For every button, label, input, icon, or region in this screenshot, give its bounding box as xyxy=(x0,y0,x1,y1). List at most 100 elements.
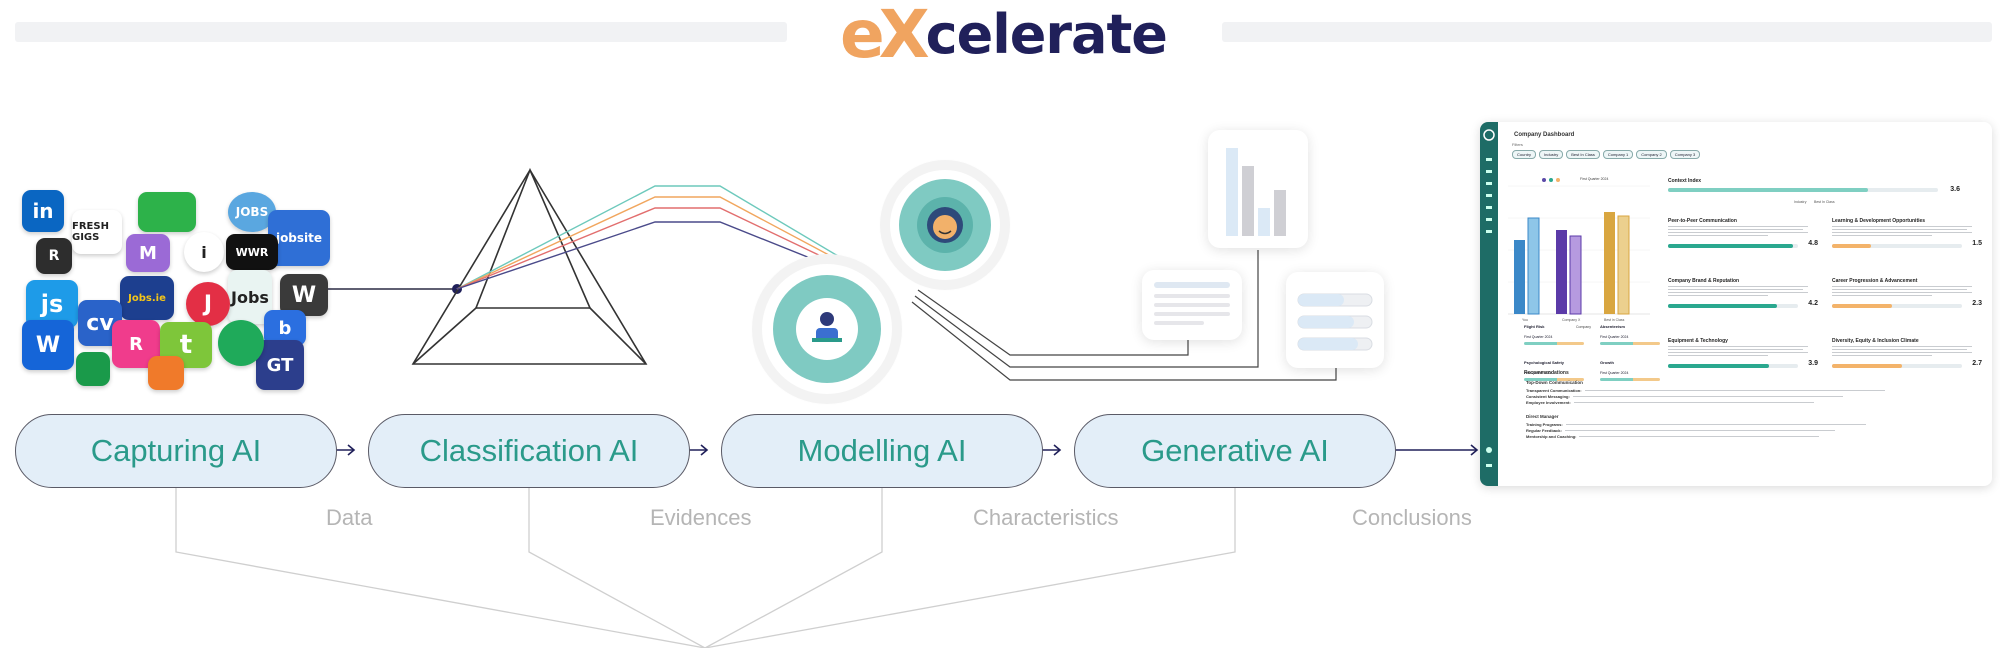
rec-item-text-line xyxy=(1565,424,1866,425)
metric-value: 1.5 xyxy=(1972,240,1982,247)
r-dark-icon: R xyxy=(36,238,72,274)
stage-modelling-ai: Modelling AI xyxy=(721,414,1043,488)
gt-icon: GT xyxy=(256,340,304,390)
rec-item-title: Training Programs: xyxy=(1526,422,1563,427)
jobsite-icon: jobsite xyxy=(268,210,330,266)
rec-item-text-line xyxy=(1573,402,1814,403)
risk-name: Absenteeism xyxy=(1600,324,1625,329)
chart-legend-company: Company xyxy=(1576,325,1591,329)
metric-bar xyxy=(1832,364,1902,368)
gear-ring xyxy=(899,179,991,271)
filter-chip[interactable]: Country xyxy=(1512,150,1537,159)
gear-ring xyxy=(773,275,881,383)
context-index-value: 3.6 xyxy=(1950,186,1960,193)
filter-chip[interactable]: Company 2 xyxy=(1636,150,1667,159)
metric-description-lines xyxy=(1832,286,1972,298)
stage-arrows xyxy=(336,444,1479,456)
logo-wordmark: celerate xyxy=(925,3,1168,66)
chart-legend-quarter: First Quarter 2024 xyxy=(1580,177,1609,181)
metric-card: Peer-to-Peer Communication 4.8 xyxy=(1668,218,1818,262)
k-green-icon xyxy=(76,352,110,386)
green-square-icon xyxy=(138,192,196,232)
prism-icon xyxy=(411,167,648,365)
metric-bar xyxy=(1668,244,1793,248)
risk-name: Flight Risk xyxy=(1524,324,1545,329)
filter-chip[interactable]: Company 1 xyxy=(1602,150,1634,159)
stage-generative-ai: Generative AI xyxy=(1074,414,1396,488)
metric-card: Company Brand & Reputation 4.2 xyxy=(1668,278,1818,322)
flow-label-data: Data xyxy=(326,505,373,530)
avatar-face-icon xyxy=(927,207,963,243)
m-purple-icon: M xyxy=(126,234,170,272)
metric-value: 2.3 xyxy=(1972,300,1982,307)
risk-bar xyxy=(1600,342,1660,345)
metric-bar xyxy=(1832,244,1871,248)
metric-card: Learning & Development Opportunities 1.5 xyxy=(1832,218,1982,262)
metric-name: Peer-to-Peer Communication xyxy=(1668,218,1737,224)
rec-item-title: Employee Involvement: xyxy=(1526,400,1571,405)
metric-bar xyxy=(1668,364,1769,368)
risk-quarter: First Quarter 2024 xyxy=(1524,335,1553,339)
t-green-icon: t xyxy=(160,322,212,368)
metric-name: Learning & Development Opportunities xyxy=(1832,218,1926,224)
text-lines-card xyxy=(1142,270,1242,340)
rec-item-title: Consistent Messaging: xyxy=(1526,394,1570,399)
wwr-icon: WWR xyxy=(226,234,278,270)
risk-bar xyxy=(1524,342,1584,345)
stage-capturing-ai: Capturing AI xyxy=(15,414,337,488)
metric-value: 4.2 xyxy=(1808,300,1818,307)
metric-value: 4.8 xyxy=(1808,240,1818,247)
filter-chip[interactable]: Industry xyxy=(1539,150,1564,159)
filter-chip[interactable]: Best In Class xyxy=(1566,150,1600,159)
rec-item: Transparent Communication: xyxy=(1526,388,1885,393)
header-bar-left xyxy=(15,22,787,42)
w-brown-icon: W xyxy=(280,274,328,316)
flow-label-characteristics: Characteristics xyxy=(973,505,1119,530)
rec-item-title: Transparent Communication: xyxy=(1526,388,1582,393)
bar-chart-icon xyxy=(1226,148,1286,236)
flow-label-conclusions: Conclusions xyxy=(1352,505,1472,530)
bar-label-you: You xyxy=(1522,318,1528,322)
metric-value: 2.7 xyxy=(1972,360,1982,367)
metric-name: Equipment & Technology xyxy=(1668,338,1728,344)
filter-chip[interactable]: Company 3 xyxy=(1669,150,1701,159)
rec-item: Training Programs: xyxy=(1526,422,1866,427)
i-circle-icon: i xyxy=(184,232,224,272)
metric-name: Career Progression & Advancement xyxy=(1832,278,1918,284)
risk-name: Growth xyxy=(1600,360,1614,365)
rec-item: Consistent Messaging: xyxy=(1526,394,1843,399)
metric-description-lines xyxy=(1832,226,1972,238)
context-legend-industry: Industry xyxy=(1794,200,1807,204)
header-bar-right xyxy=(1222,22,1992,42)
metric-bar xyxy=(1832,304,1892,308)
progress-bars-icon xyxy=(1297,293,1373,351)
risk-quarter: First Quarter 2024 xyxy=(1600,335,1629,339)
logo-prefix: eX xyxy=(840,0,930,73)
document-lines-icon xyxy=(1154,282,1230,325)
linkedin-icon: in xyxy=(22,190,64,232)
freshgigs-icon: FRESH GIGS xyxy=(72,210,122,254)
rec-item: Regular Feedback: xyxy=(1526,428,1835,433)
context-index: Context Index 3.6 Industry Best In Class xyxy=(1668,178,1968,204)
bar-label-best: Best in Class xyxy=(1604,318,1625,322)
metric-value: 3.9 xyxy=(1808,360,1818,367)
risk-quarter: First Quarter 2024 xyxy=(1524,371,1553,375)
rec-item: Mentorship and Coaching: xyxy=(1526,434,1820,439)
context-index-label: Context Index xyxy=(1668,178,1702,184)
metric-name: Company Brand & Reputation xyxy=(1668,278,1740,284)
gear-center xyxy=(796,298,858,360)
spectrum-rays xyxy=(456,185,851,290)
rec-item-title: Mentorship and Coaching: xyxy=(1526,434,1577,439)
dashboard-bar-chart xyxy=(1508,178,1650,315)
gear-center xyxy=(917,197,973,253)
w-blue-icon: W xyxy=(22,320,74,370)
rec-item-text-line xyxy=(1579,436,1820,437)
